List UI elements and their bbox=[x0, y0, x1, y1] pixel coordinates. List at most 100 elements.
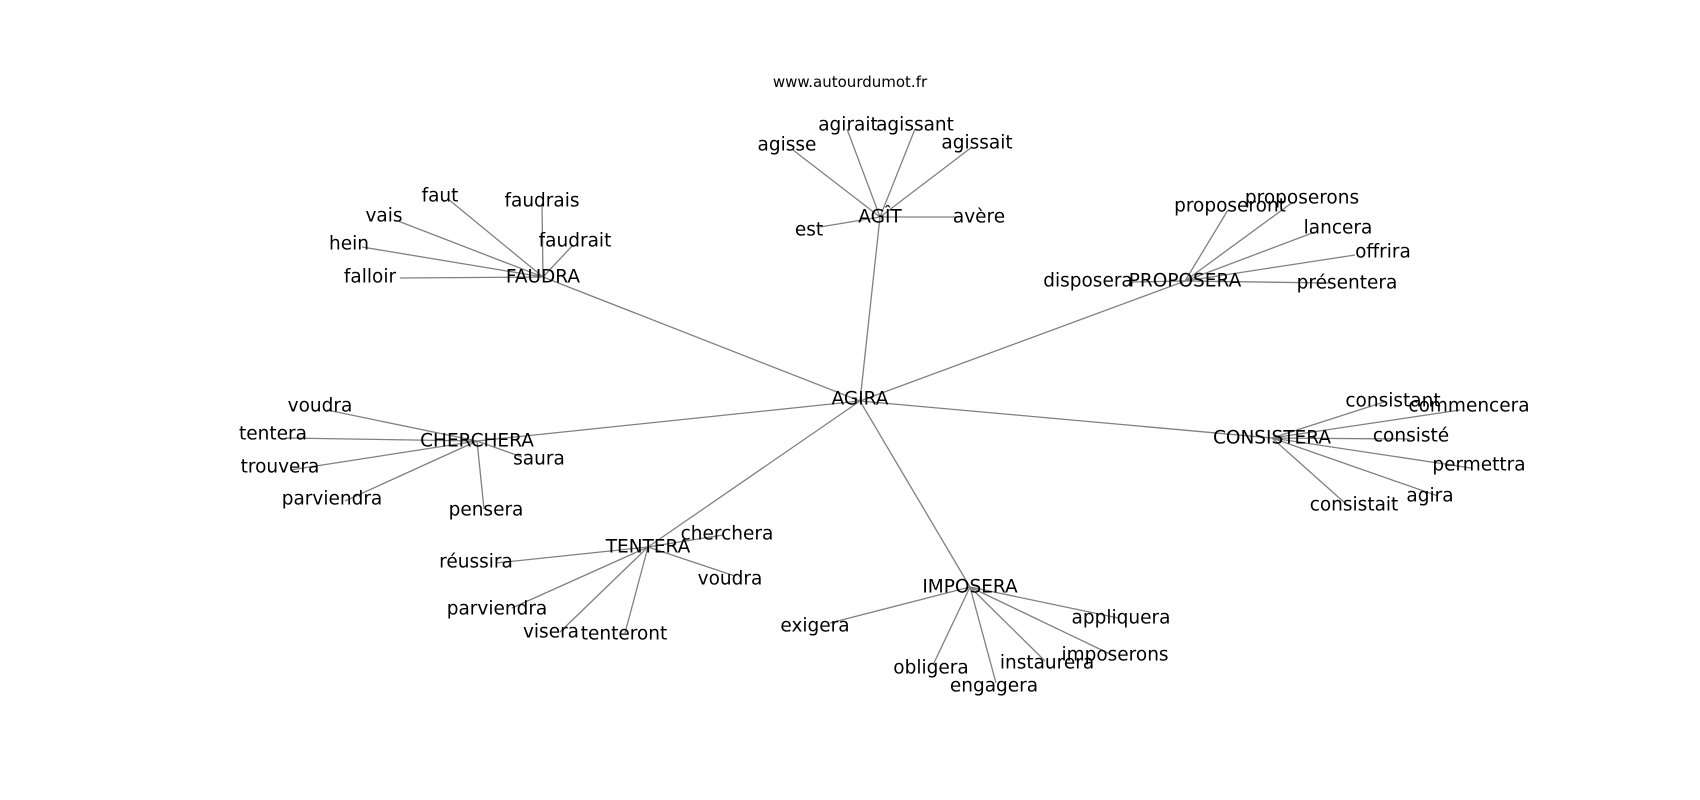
leaf-node-label: engagera bbox=[950, 676, 1038, 697]
edge-center-hub bbox=[859, 280, 1186, 402]
edge-hub-leaf bbox=[542, 244, 574, 278]
edge-hub-leaf bbox=[969, 586, 1046, 662]
edge-hub-leaf bbox=[1271, 437, 1411, 440]
edge-hub-leaf bbox=[361, 246, 544, 278]
leaf-node-label: réussira bbox=[439, 552, 513, 573]
leaf-node-label: obligera bbox=[893, 658, 968, 679]
edge-hub-leaf bbox=[1271, 437, 1439, 497]
edge-hub-leaf bbox=[289, 440, 478, 471]
hub-node-label: PROPOSERA bbox=[1129, 271, 1242, 292]
source-url: www.autourdumot.fr bbox=[773, 73, 928, 91]
leaf-node-label: permettra bbox=[1432, 455, 1525, 476]
leaf-node-label: agira bbox=[1406, 486, 1453, 507]
edge-hub-leaf bbox=[1184, 280, 1331, 284]
edge-center-hub bbox=[859, 400, 971, 588]
edge-hub-leaf bbox=[879, 128, 916, 218]
edge-hub-leaf bbox=[819, 216, 881, 228]
leaf-node-label: agisse bbox=[758, 135, 817, 156]
edge-hub-leaf bbox=[559, 546, 649, 633]
leaf-node-label: tenteront bbox=[581, 624, 668, 645]
edge-center-hub bbox=[859, 216, 881, 402]
leaf-node-label: commencera bbox=[1408, 396, 1529, 417]
leaf-node-label: falloir bbox=[344, 267, 397, 288]
edge-center-hub bbox=[476, 400, 861, 442]
leaf-node-label: tentera bbox=[239, 424, 307, 445]
leaf-node-label: trouvera bbox=[241, 457, 320, 478]
leaf-node-label: vais bbox=[365, 206, 402, 227]
leaf-node-label: disposera bbox=[1043, 271, 1133, 292]
leaf-node-label: visera bbox=[523, 622, 579, 643]
edge-hub-leaf bbox=[541, 204, 544, 278]
edge-hub-leaf bbox=[1184, 201, 1294, 282]
edge-hub-leaf bbox=[1184, 231, 1316, 282]
hub-node-label: CHERCHERA bbox=[420, 431, 534, 452]
edge-hub-leaf bbox=[476, 440, 523, 458]
edge-hub-leaf bbox=[647, 534, 724, 548]
graph-edges bbox=[285, 128, 1472, 684]
edge-hub-leaf bbox=[447, 198, 544, 278]
leaf-node-label: avère bbox=[953, 207, 1005, 228]
edge-hub-leaf bbox=[879, 146, 973, 218]
center-node-label: AGIRA bbox=[832, 389, 889, 410]
edge-center-hub bbox=[859, 400, 1273, 439]
edge-hub-leaf bbox=[647, 546, 736, 577]
leaf-node-label: instaurera bbox=[1000, 653, 1094, 674]
edge-hub-leaf bbox=[344, 440, 478, 502]
edge-hub-leaf bbox=[969, 586, 1111, 655]
edge-center-hub bbox=[542, 276, 861, 402]
edge-hub-leaf bbox=[1184, 209, 1229, 282]
leaf-node-label: agissant bbox=[876, 115, 954, 136]
edge-hub-leaf bbox=[326, 409, 478, 442]
leaf-node-label: est bbox=[795, 220, 823, 241]
edge-hub-leaf bbox=[399, 276, 544, 279]
edge-hub-leaf bbox=[511, 546, 649, 609]
leaf-node-label: pensera bbox=[449, 500, 524, 521]
edge-center-hub bbox=[647, 400, 861, 548]
edge-hub-leaf bbox=[1271, 437, 1347, 505]
leaf-node-label: saura bbox=[513, 449, 565, 470]
hub-node-label: CONSISTERA bbox=[1213, 428, 1331, 449]
leaf-node-label: appliquera bbox=[1072, 608, 1171, 629]
leaf-node-label: parviendra bbox=[282, 489, 383, 510]
leaf-node-label: exigera bbox=[780, 616, 849, 637]
leaf-node-label: agirait bbox=[818, 115, 878, 136]
edge-hub-leaf bbox=[969, 586, 997, 684]
edge-hub-leaf bbox=[397, 220, 544, 278]
edge-hub-leaf bbox=[846, 128, 881, 218]
leaf-node-label: faudrait bbox=[539, 231, 612, 252]
edge-hub-leaf bbox=[792, 149, 881, 218]
leaf-node-label: offrira bbox=[1355, 242, 1411, 263]
hub-node-label: TENTERA bbox=[605, 537, 691, 558]
edge-hub-leaf bbox=[1271, 401, 1385, 439]
leaf-node-label: parviendra bbox=[447, 599, 548, 620]
edge-hub-leaf bbox=[1271, 409, 1461, 439]
hub-node-label: IMPOSERA bbox=[922, 577, 1018, 598]
edge-hub-leaf bbox=[1131, 280, 1186, 283]
leaf-node-label: imposerons bbox=[1061, 645, 1168, 666]
edge-hub-leaf bbox=[1271, 437, 1472, 469]
leaf-node-label: agissait bbox=[941, 133, 1012, 154]
edge-hub-leaf bbox=[829, 586, 971, 624]
leaf-node-label: lancera bbox=[1304, 218, 1373, 239]
edge-hub-leaf bbox=[624, 546, 649, 634]
leaf-node-label: faut bbox=[422, 186, 459, 207]
leaf-node-label: proposerons bbox=[1245, 188, 1359, 209]
edge-hub-leaf bbox=[495, 546, 649, 564]
edge-hub-leaf bbox=[476, 440, 485, 510]
leaf-node-label: présentera bbox=[1297, 273, 1398, 294]
leaf-node-label: cherchera bbox=[681, 524, 774, 545]
leaf-node-label: hein bbox=[329, 234, 369, 255]
edge-hub-leaf bbox=[1184, 254, 1356, 282]
hub-node-label: FAUDRA bbox=[506, 267, 580, 288]
leaf-node-label: consisté bbox=[1373, 426, 1449, 447]
edge-hub-leaf bbox=[285, 437, 478, 442]
hub-node-label: AGÎT bbox=[858, 206, 902, 228]
edge-hub-leaf bbox=[969, 586, 1119, 619]
leaf-node-label: consistant bbox=[1345, 391, 1440, 412]
leaf-node-label: faudrais bbox=[504, 191, 579, 212]
leaf-node-label: voudra bbox=[288, 396, 353, 417]
leaf-node-label: consistait bbox=[1310, 495, 1399, 516]
leaf-node-label: proposeront bbox=[1174, 196, 1286, 217]
